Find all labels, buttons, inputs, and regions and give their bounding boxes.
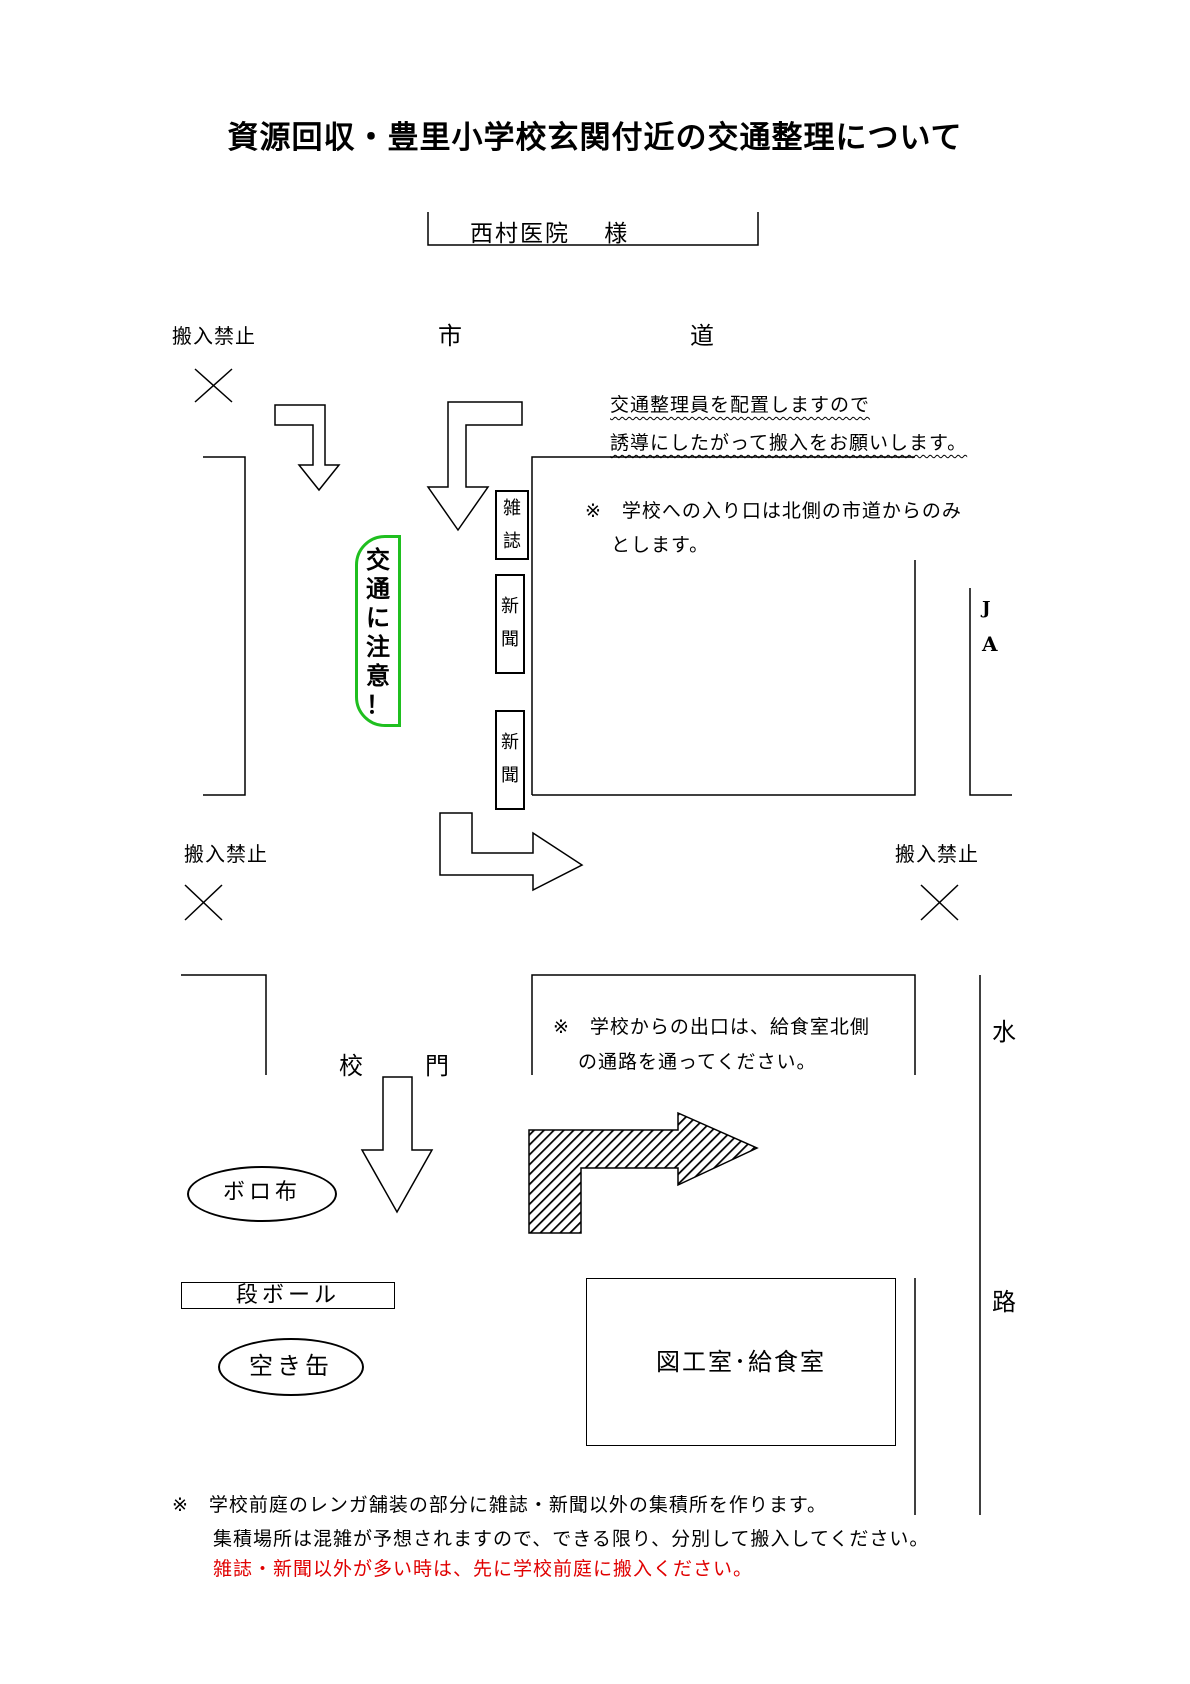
cans-collection-point: 空き缶 [218,1338,364,1396]
exit-note-line-2: の通路を通ってください。 [578,1051,817,1073]
caution-char: ！ [366,691,390,719]
newspaper-char: 新 [501,732,519,753]
art-lunch-room-building: 図工室･給食室 [586,1278,896,1446]
no-entry-cross-top-left [194,368,233,403]
no-entry-cross-mid-left [184,884,223,921]
page-title: 資源回収・豊里小学校玄関付近の交通整理について [227,120,963,156]
entrance-note-line-1: ※ 学校への入り口は北側の市道からのみ [585,500,962,522]
school-gate-label-right: 門 [425,1052,449,1080]
caution-char: 意 [366,662,390,690]
left-lower-block [181,974,267,1075]
city-road-label-left: 市 [438,322,462,350]
school-gate-label-left: 校 [339,1052,363,1080]
city-road-label-right: 道 [690,322,714,350]
waterway-label-top: 水 [992,1018,1016,1046]
no-entry-label-top-left: 搬入禁止 [172,324,256,348]
cans-label: 空き缶 [249,1352,333,1380]
newspaper-station-2: 新 聞 [495,710,525,810]
bottom-note-line-1: ※ 学校前庭のレンガ舗装の部分に雑誌・新聞以外の集積所を作ります。 [172,1494,828,1516]
caution-char: 交 [366,546,390,574]
arrow-turn-right [439,812,584,892]
newspaper-char: 聞 [501,629,519,650]
ja-block [969,588,1012,796]
guidance-line-1: 交通整理員を配置しますので [610,394,871,416]
nishimura-bracket [427,212,759,246]
magazine-char: 誌 [503,531,521,552]
newspaper-station-1: 新 聞 [495,574,525,674]
rags-collection-point: ボロ布 [187,1166,337,1222]
bottom-note-line-3: 雑誌・新聞以外が多い時は、先に学校前庭に搬入ください。 [213,1558,754,1580]
no-entry-label-mid-right: 搬入禁止 [895,842,979,866]
entrance-note-line-2: とします。 [611,534,710,556]
central-upper-right [532,560,916,796]
caution-char: 注 [366,633,390,661]
exit-note-line-1: ※ 学校からの出口は、給食室北側 [553,1016,870,1038]
arrow-entry-left [274,404,341,492]
guidance-line-2: 誘導にしたがって搬入をお願いします。 [610,432,968,454]
building-label: 図工室･給食室 [656,1348,826,1376]
left-upper-block [203,456,246,796]
caution-char: 通 [366,575,390,603]
rags-label: ボロ布 [222,1180,301,1205]
central-lower-block [531,974,916,1075]
arrow-exit-down [360,1076,434,1214]
caution-char: に [366,604,390,632]
arrow-exit-hatched [528,1111,759,1234]
cardboard-collection-point: 段ボール [181,1282,395,1309]
nishimura-clinic-label: 西村医院 様 [470,221,630,247]
magazine-char: 雑 [503,498,521,519]
arrow-entry-main [426,401,523,532]
central-upper-block [531,456,915,795]
magazine-station: 雑 誌 [495,490,529,560]
bottom-note-line-2: 集積場所は混雑が予想されますので、できる限り、分別して搬入してください。 [213,1528,930,1550]
waterway-label-bottom: 路 [992,1288,1016,1316]
no-entry-cross-mid-right [920,884,959,921]
no-entry-label-mid-left: 搬入禁止 [184,842,268,866]
newspaper-char: 聞 [501,765,519,786]
newspaper-char: 新 [501,596,519,617]
ja-label-j: J [982,598,991,619]
caution-sign: 交 通 に 注 意 ！ [355,535,401,727]
cardboard-label: 段ボール [235,1283,340,1308]
ja-label-a: A [982,632,998,656]
